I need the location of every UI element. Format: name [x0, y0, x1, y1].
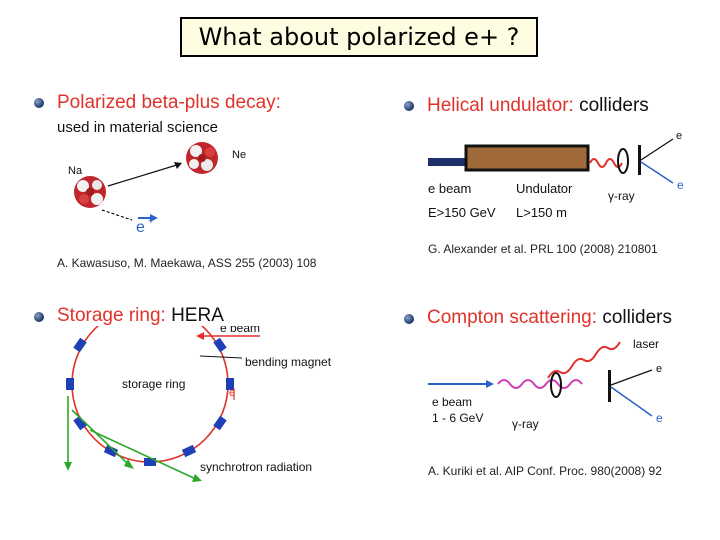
na-nucleus-icon [74, 176, 106, 208]
laser-label: laser [633, 337, 659, 351]
beta-heading: Polarized beta-plus decay: [57, 92, 281, 113]
storage-ebeam-label: e beam [220, 326, 260, 335]
svg-text:+: + [148, 216, 154, 227]
undulator-diagram: e e e beam E>150 GeV Undulator L>150 m γ… [428, 130, 684, 220]
storage-polarized-e-label: e [229, 387, 235, 399]
helical-gamma-label: γ-ray [608, 189, 635, 203]
compton-e-plus-label: e [656, 411, 663, 425]
na-label: Na [68, 165, 83, 177]
compton-diagram: laser e beam 1 - 6 GeV γ-ray e e [428, 337, 663, 431]
compton-heading-red: Compton scattering: [427, 307, 598, 328]
beta-citation: A. Kawasuso, M. Maekawa, ASS 255 (2003) … [57, 256, 317, 270]
helical-e-minus-label: e [676, 130, 682, 142]
bullet-icon [404, 314, 414, 324]
helical-heading-red: Helical undulator: [427, 95, 574, 116]
helical-citation: G. Alexander et al. PRL 100 (2008) 21080… [428, 242, 658, 256]
compton-gamma-label: γ-ray [512, 417, 539, 431]
storage-ring-diagram: e beam bending magnet storage ring e syn… [64, 326, 332, 482]
bullet-icon [34, 98, 44, 108]
compton-ebeam-label: e beam [432, 395, 472, 409]
compton-heading-black: colliders [602, 307, 673, 328]
synchrotron-label: synchrotron radiation [200, 460, 312, 474]
undulator-label: Undulator [516, 181, 573, 196]
beta-decay-diagram: Ne Na e + [68, 142, 246, 236]
beta-subheading: used in material science [57, 119, 218, 136]
bending-magnet-label: bending magnet [245, 355, 332, 369]
compton-heading: Compton scattering: colliders [427, 307, 672, 329]
undulator-length-label: L>150 m [516, 205, 567, 220]
helical-ebeam-label: e beam [428, 181, 471, 196]
compton-e-minus-label: e [656, 363, 662, 375]
bullet-icon [34, 312, 44, 322]
helical-heading-black: colliders [579, 95, 649, 116]
helical-e-plus-label: e [677, 178, 684, 192]
storage-heading-red: Storage ring: [57, 305, 166, 326]
ne-nucleus-icon [186, 142, 218, 174]
storage-heading-black: HERA [171, 305, 224, 326]
storage-heading: Storage ring: HERA [57, 305, 224, 327]
compton-citation: A. Kuriki et al. AIP Conf. Proc. 980(200… [428, 464, 662, 478]
undulator-block [464, 144, 590, 172]
ne-label: Ne [232, 149, 246, 161]
bullet-icon [404, 101, 414, 111]
storage-ring-label: storage ring [122, 377, 185, 391]
positron-label: e [136, 219, 145, 236]
helical-energy-label: E>150 GeV [428, 205, 496, 220]
compton-energy-label: 1 - 6 GeV [432, 411, 483, 425]
helical-heading: Helical undulator: colliders [427, 95, 649, 117]
slide-title: What about polarized e+ ? [180, 17, 538, 57]
